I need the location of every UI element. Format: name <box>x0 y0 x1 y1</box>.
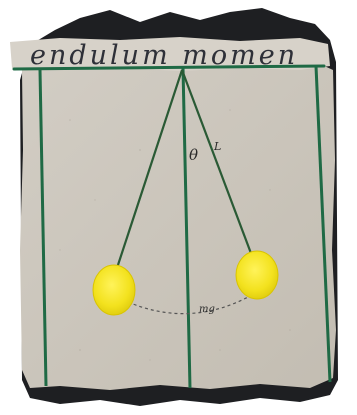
right-pendulum-bob <box>236 251 278 299</box>
left-pendulum-bob <box>93 265 135 315</box>
angle-label: θ <box>189 146 198 164</box>
card-background <box>20 60 336 390</box>
weight-label: mg <box>199 304 215 315</box>
length-label: L <box>213 140 221 153</box>
